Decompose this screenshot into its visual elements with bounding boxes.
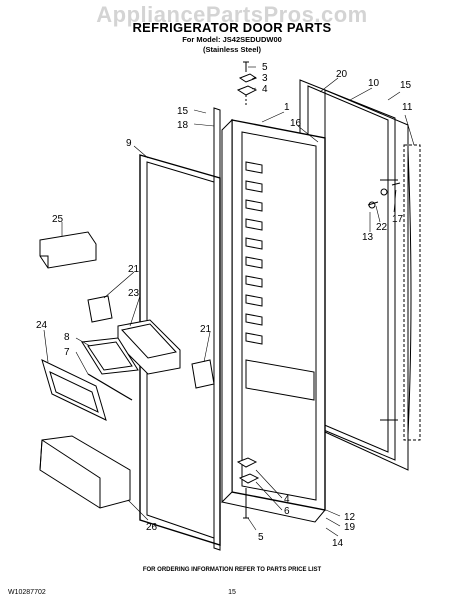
door-trim-panel <box>41 359 107 421</box>
callout-label: 5 <box>258 532 264 543</box>
watermark: AppliancePartsPros.com <box>96 2 368 27</box>
callout-label: 16 <box>290 118 302 129</box>
callout-label: 13 <box>362 232 374 243</box>
document-number: W10287702 <box>8 589 46 596</box>
callout-label: 22 <box>376 222 388 233</box>
liner-shelf <box>245 218 263 231</box>
callout-label: 15 <box>177 106 189 117</box>
ordering-note: FOR ORDERING INFORMATION REFER TO PARTS … <box>142 567 322 573</box>
liner-shelf <box>245 294 263 307</box>
callout-label: 24 <box>36 320 48 331</box>
callout-label: 7 <box>64 347 70 358</box>
callout-label: 11 <box>402 102 413 113</box>
trim-strip <box>213 107 221 551</box>
callout-label: 21 <box>200 324 212 335</box>
liner-shelf <box>245 256 263 269</box>
model-line: For Model: JS42SEDUDW00 <box>182 35 282 44</box>
dispenser-frame <box>81 337 139 401</box>
callout-label: 26 <box>146 522 158 533</box>
variant-line: (Stainless Steel) <box>203 45 261 54</box>
callout-labels: 5 3 4 20 10 15 11 15 18 1 16 9 17 22 13 … <box>36 62 413 549</box>
liner-shelf <box>245 332 263 345</box>
page-number: 15 <box>228 589 236 596</box>
callout-label: 1 <box>284 102 290 113</box>
callout-label: 12 <box>344 512 356 523</box>
door-bin-small <box>39 231 97 269</box>
callout-label: 3 <box>262 73 268 84</box>
callout-label: 8 <box>64 332 70 343</box>
bin-bracket-left <box>87 295 113 323</box>
callout-label: 14 <box>332 538 344 549</box>
door-liner <box>221 118 326 523</box>
callout-label: 4 <box>284 494 290 505</box>
bin-bracket-right <box>191 359 215 389</box>
callout-label: 6 <box>284 506 290 517</box>
callout-label: 19 <box>344 522 356 533</box>
callout-label: 5 <box>262 62 268 73</box>
liner-shelf <box>245 313 263 326</box>
liner-shelf <box>245 237 263 250</box>
callout-label: 17 <box>392 214 404 225</box>
handle-screws <box>367 182 401 209</box>
callout-label: 23 <box>128 288 140 299</box>
callout-label: 18 <box>177 120 189 131</box>
liner-shelf <box>245 180 263 193</box>
callout-label: 15 <box>400 80 412 91</box>
callout-label: 20 <box>336 69 348 80</box>
bottom-hinge-assembly <box>236 457 260 519</box>
liner-shelf <box>245 199 263 212</box>
page-title: REFRIGERATOR DOOR PARTS <box>132 20 332 35</box>
door-handle <box>380 144 421 441</box>
callout-label: 4 <box>262 84 268 95</box>
liner-shelf <box>245 275 263 288</box>
liner-shelf <box>245 161 263 174</box>
top-hinge-assembly <box>236 61 258 107</box>
leader-lines <box>43 66 415 537</box>
callout-label: 25 <box>52 214 64 225</box>
callout-label: 9 <box>126 138 132 149</box>
callout-label: 10 <box>368 78 380 89</box>
callout-label: 21 <box>128 264 140 275</box>
door-bin-large <box>39 435 131 509</box>
